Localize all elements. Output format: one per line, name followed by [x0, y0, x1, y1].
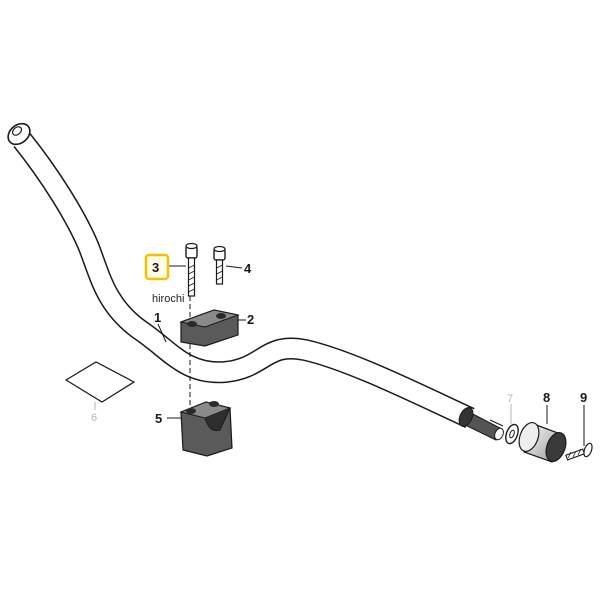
leader-lines	[94, 265, 585, 446]
watermark: hirochi	[152, 293, 184, 305]
long-bolt	[185, 242, 198, 297]
callout-4[interactable]: 4	[244, 261, 252, 276]
handlebar	[7, 122, 504, 441]
bar-end-weight	[518, 421, 567, 463]
callout-2[interactable]: 2	[247, 312, 254, 327]
callout-3[interactable]: 3	[152, 260, 159, 275]
lower-riser	[179, 401, 233, 457]
part-3-highlight	[144, 253, 170, 281]
pad	[64, 361, 136, 403]
handlebar-right-end	[458, 407, 504, 441]
end-screw	[565, 442, 593, 461]
callout-9[interactable]: 9	[580, 390, 587, 405]
callout-6[interactable]: 6	[91, 412, 97, 424]
callout-8[interactable]: 8	[543, 390, 550, 405]
callout-5[interactable]: 5	[155, 411, 162, 426]
upper-clamp	[179, 309, 240, 347]
washer	[505, 423, 519, 445]
handlebar-left-end	[7, 122, 31, 146]
short-bolt	[213, 245, 226, 285]
callout-1[interactable]: 1	[154, 310, 161, 325]
callout-7[interactable]: 7	[507, 393, 513, 405]
